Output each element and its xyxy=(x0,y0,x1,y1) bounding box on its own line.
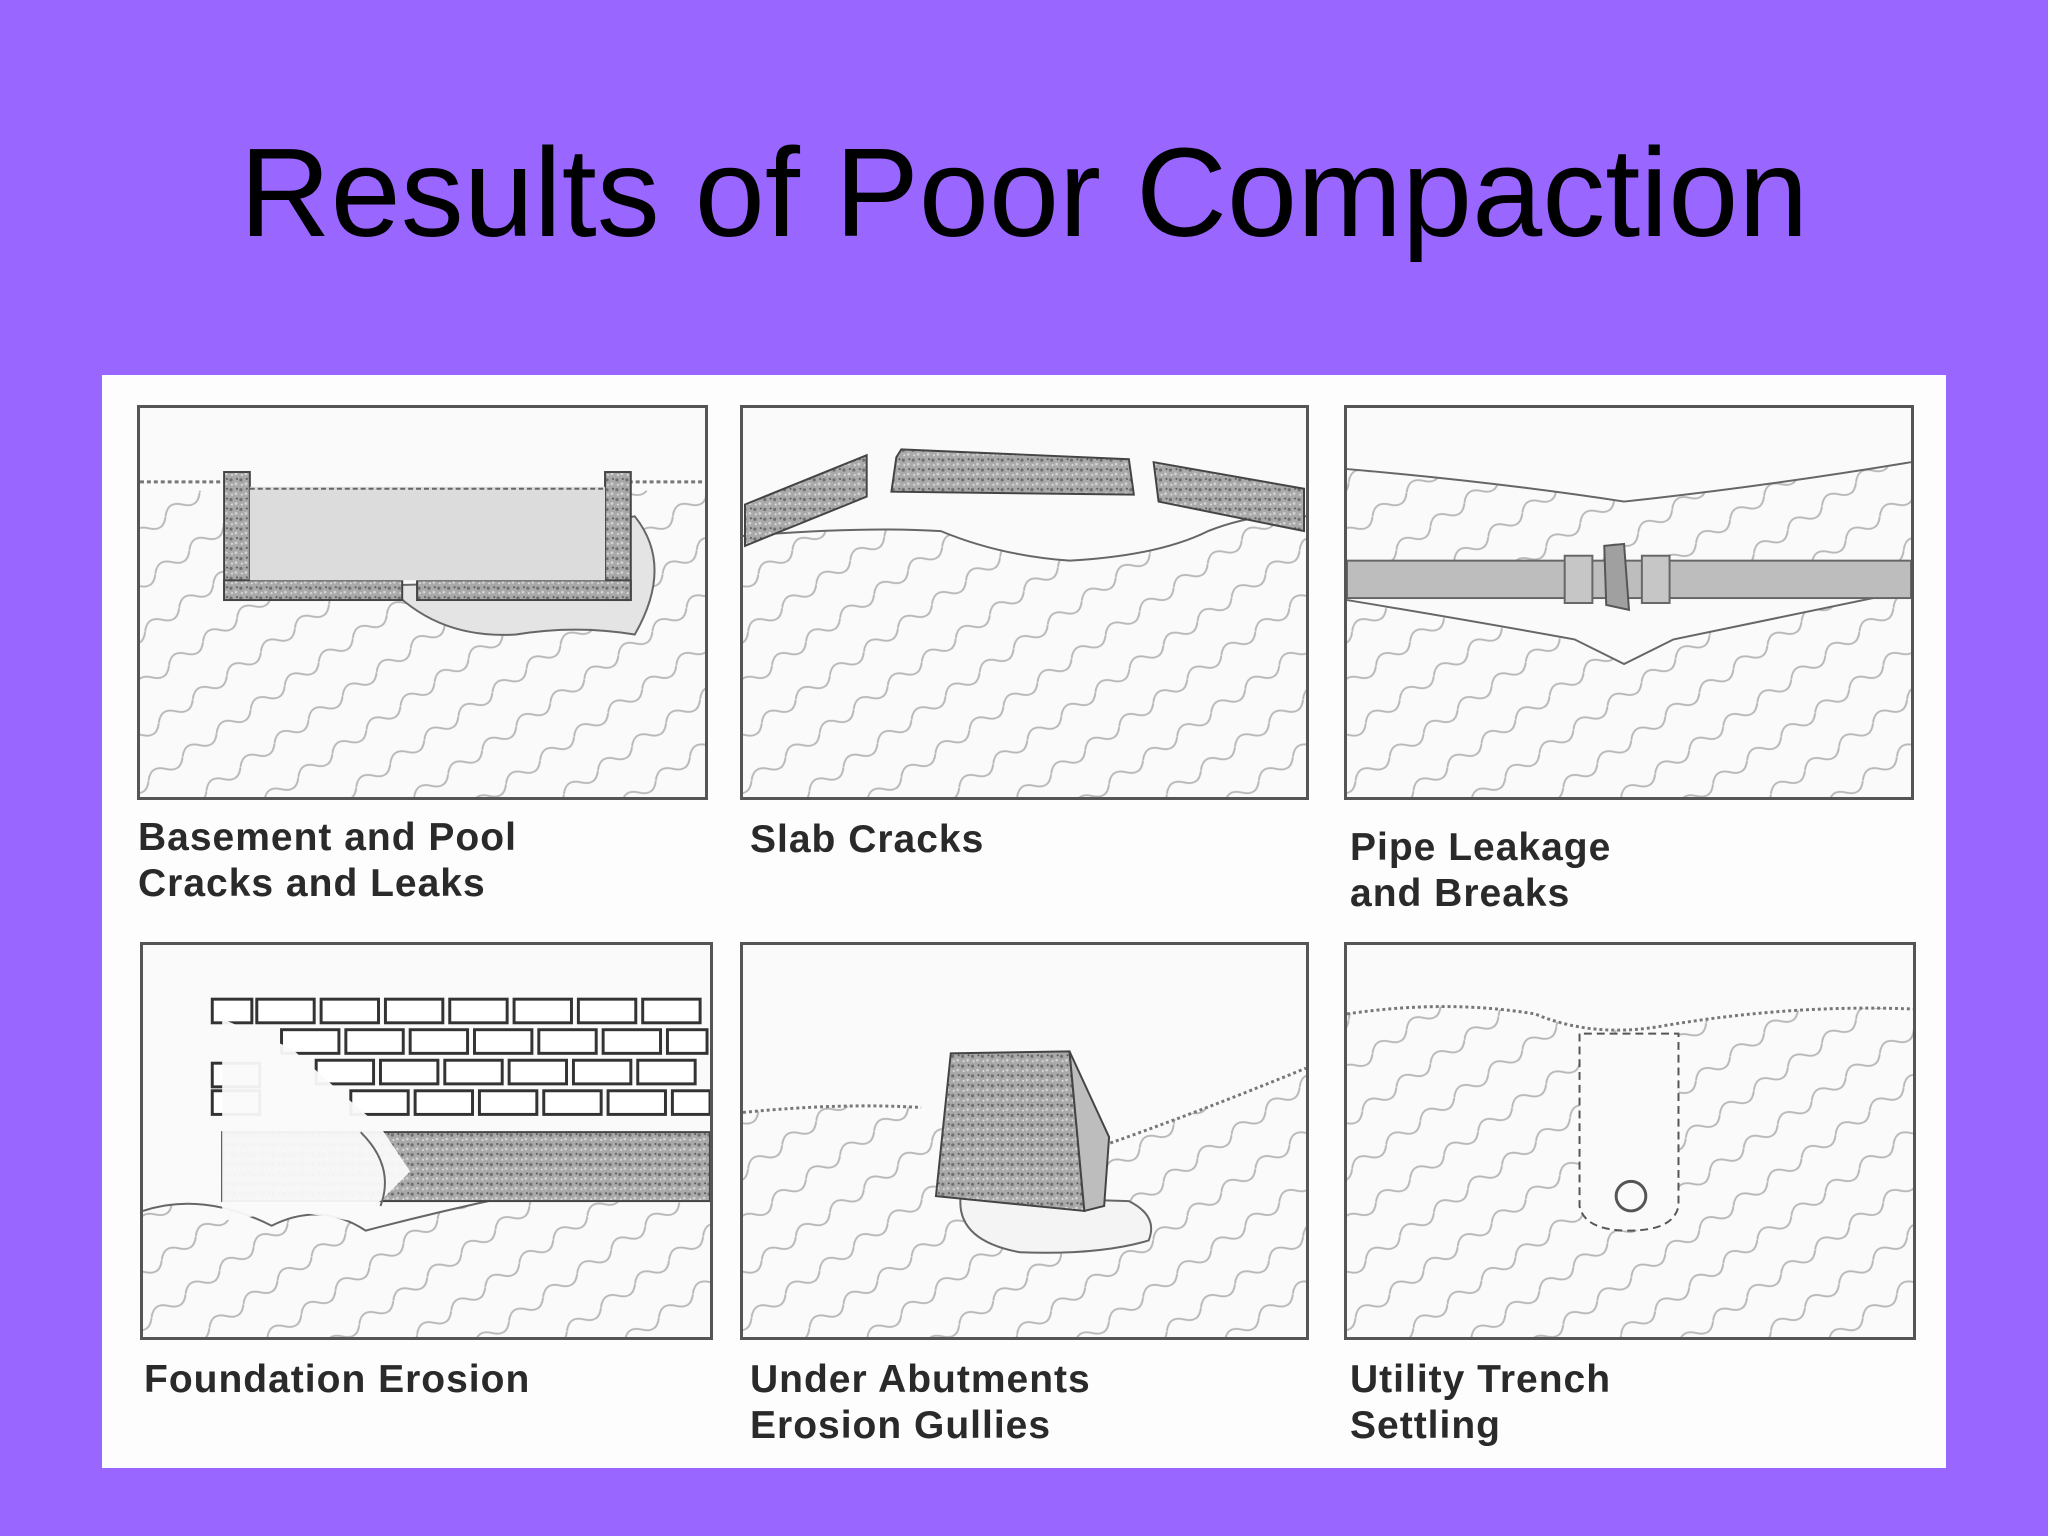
caption-line: Slab Cracks xyxy=(750,818,985,861)
pipe-leakage-illustration xyxy=(1347,461,1911,797)
slide-title: Results of Poor Compaction xyxy=(239,122,1809,263)
caption-slab-cracks: Slab Cracks xyxy=(750,817,984,863)
compaction-figure: Basement and Pool Cracks and Leaks Slab … xyxy=(102,375,1946,1468)
basement-pool-illustration xyxy=(140,471,705,797)
caption-line: Settling xyxy=(1350,1404,1501,1447)
caption-under-abutments: Under Abutments Erosion Gullies xyxy=(750,1357,1091,1449)
caption-line: Cracks and Leaks xyxy=(138,862,486,905)
caption-line: Pipe Leakage xyxy=(1350,826,1612,869)
caption-line: Utility Trench xyxy=(1350,1358,1612,1401)
caption-foundation-erosion: Foundation Erosion xyxy=(144,1357,530,1403)
panel-under-abutments xyxy=(740,942,1309,1340)
panel-foundation-erosion xyxy=(140,942,713,1340)
caption-line: Basement and Pool xyxy=(138,816,517,859)
panel-utility-trench xyxy=(1344,942,1916,1340)
slab-cracks-illustration xyxy=(743,448,1306,797)
caption-line: and Breaks xyxy=(1350,872,1571,915)
utility-trench-illustration xyxy=(1347,1005,1913,1337)
panel-slab-cracks xyxy=(740,405,1309,800)
foundation-erosion-illustration xyxy=(143,997,710,1337)
panel-basement-pool xyxy=(137,405,708,800)
caption-line: Erosion Gullies xyxy=(750,1404,1052,1447)
brick-wall xyxy=(210,997,710,1116)
caption-line: Foundation Erosion xyxy=(144,1358,531,1401)
panel-pipe-leakage xyxy=(1344,405,1914,800)
caption-basement-pool: Basement and Pool Cracks and Leaks xyxy=(138,815,517,907)
caption-utility-trench: Utility Trench Settling xyxy=(1350,1357,1611,1449)
caption-line: Under Abutments xyxy=(750,1358,1091,1401)
caption-pipe-leakage: Pipe Leakage and Breaks xyxy=(1350,825,1611,917)
under-abutments-illustration xyxy=(743,1050,1306,1337)
